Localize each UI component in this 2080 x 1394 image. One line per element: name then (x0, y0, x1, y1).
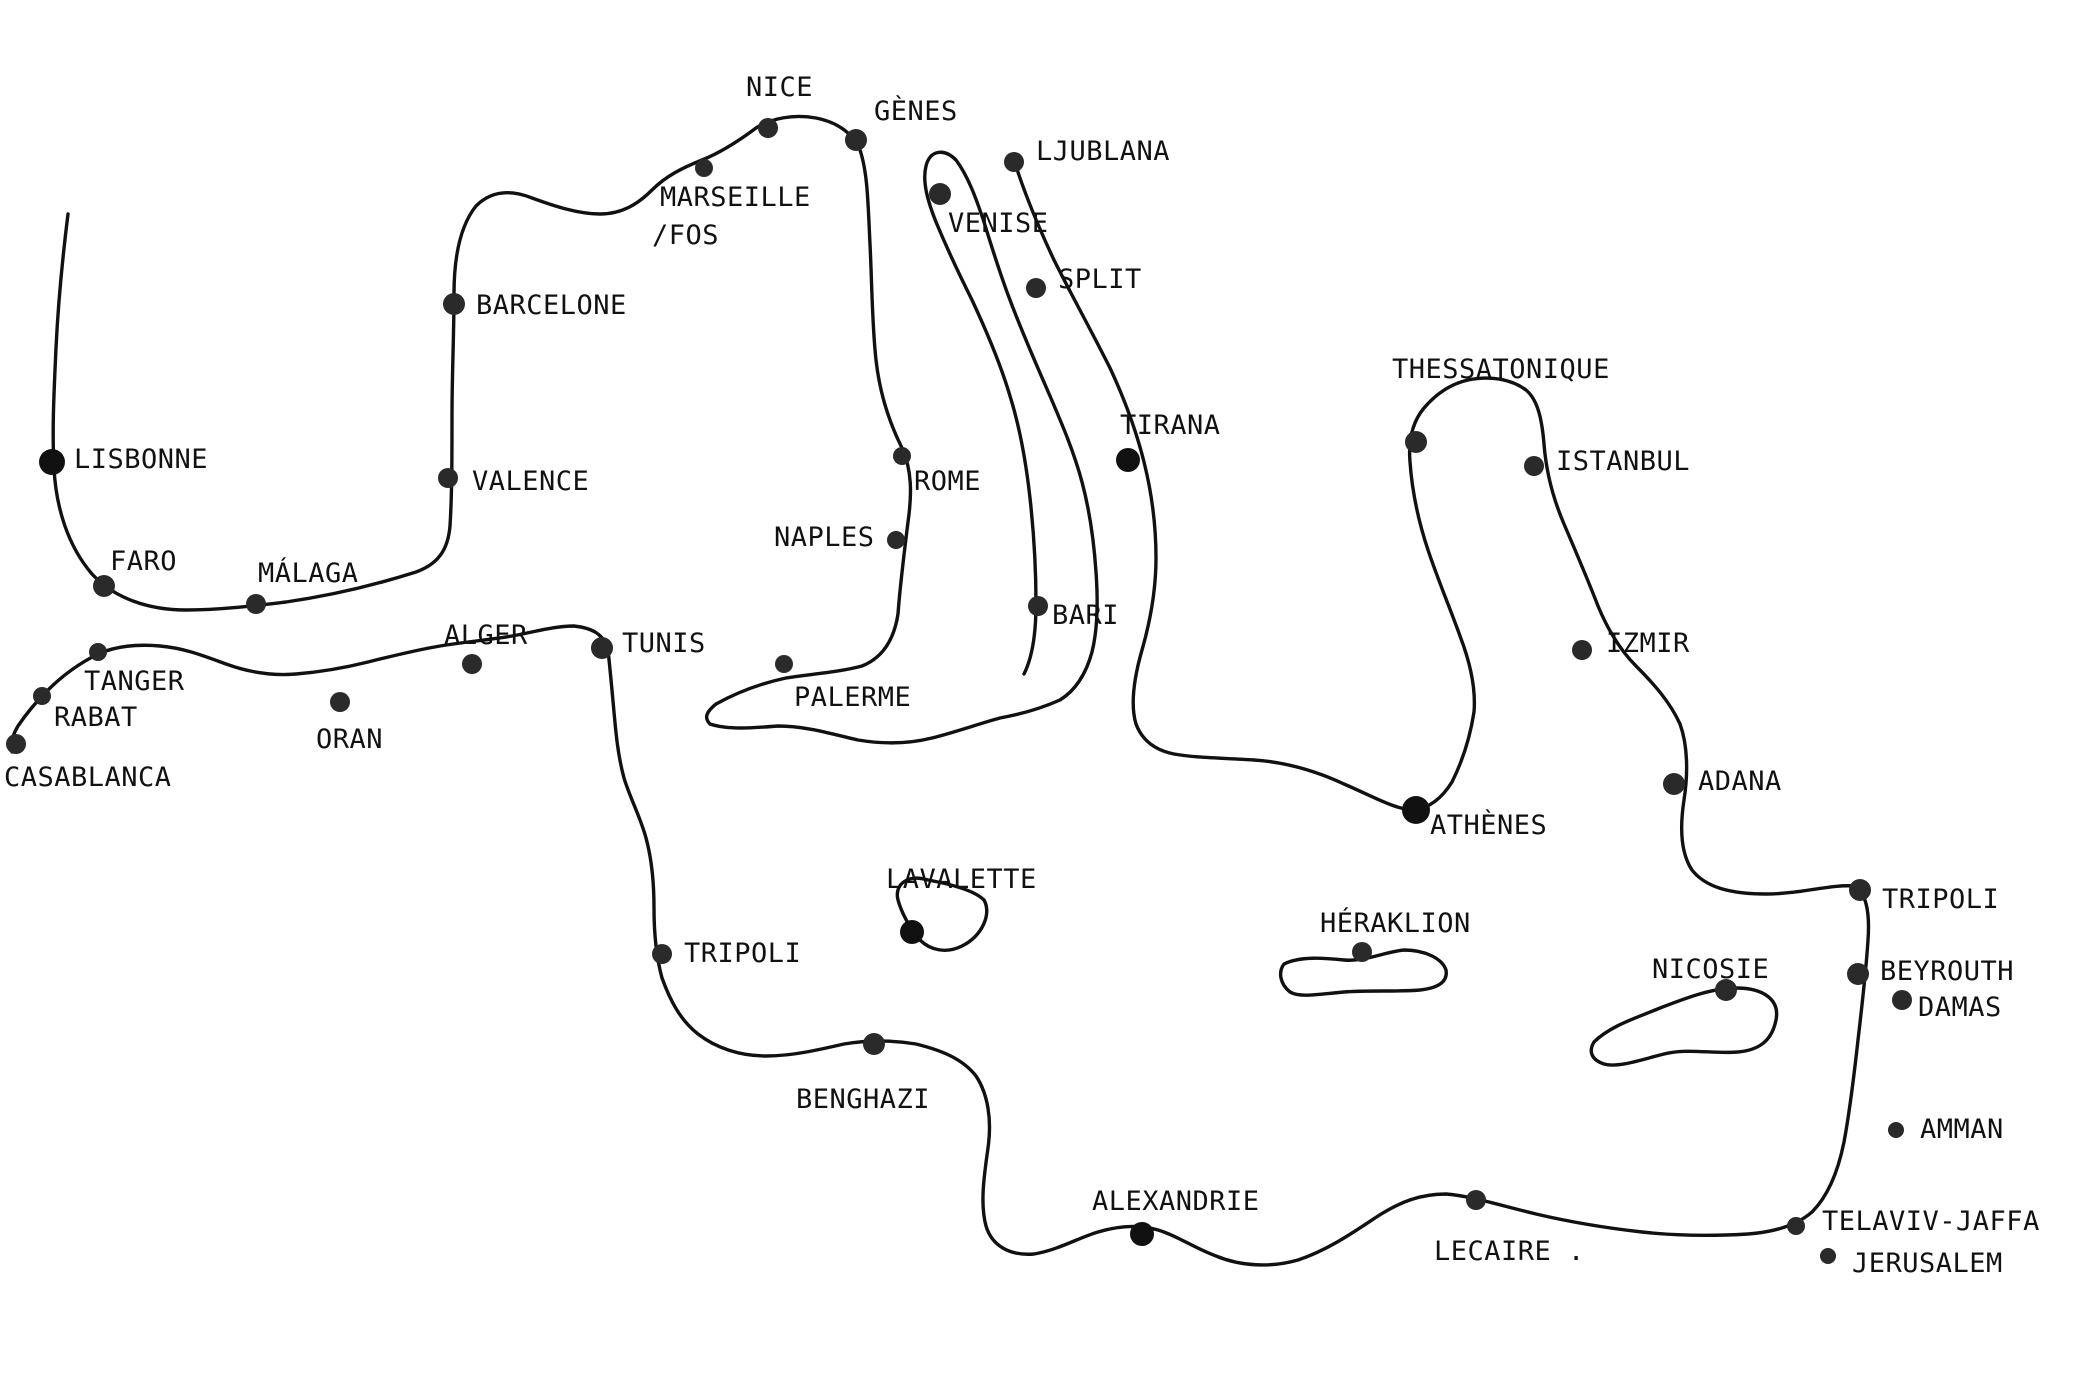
city-marker-alexandrie (1130, 1222, 1154, 1246)
city-marker-beyrouth (1847, 963, 1869, 985)
city-marker-venise (929, 183, 951, 205)
city-label-benghazi: BENGHAZI (796, 1084, 930, 1115)
city-label-izmir: IZMIR (1606, 628, 1690, 659)
city-label-ljublana: LJUBLANA (1036, 136, 1170, 167)
city-marker-tripoli-lb (1849, 879, 1871, 901)
city-label-rome: ROME (914, 466, 981, 497)
city-marker-tirana (1116, 448, 1140, 472)
city-label-heraklion: HÉRAKLION (1320, 907, 1471, 939)
city-marker-benghazi (863, 1033, 885, 1055)
cyprus-island (1589, 986, 1779, 1067)
city-marker-valence (438, 468, 458, 488)
city-label-venise: VENISE (948, 208, 1049, 239)
city-label-nicosie: NICOSIE (1652, 954, 1769, 985)
city-marker-tripoli-ly (652, 944, 672, 964)
city-label-tirana: TIRANA (1120, 410, 1221, 441)
city-label-lecaire: LECAIRE . (1434, 1236, 1585, 1267)
city-label-tripoli-ly: TRIPOLI (684, 938, 801, 969)
city-label-palerme: PALERME (794, 682, 911, 713)
coast-europe-northwest (51, 114, 1099, 745)
city-marker-nice (758, 118, 778, 138)
city-marker-amman (1888, 1122, 1904, 1138)
city-label-tunis: TUNIS (622, 628, 706, 659)
city-marker-marseille (695, 159, 713, 177)
city-marker-rome (893, 447, 911, 465)
city-marker-izmir (1572, 640, 1592, 660)
city-marker-malaga (246, 594, 266, 614)
city-label-telaviv: TELAVIV-JAFFA (1822, 1206, 2040, 1237)
city-label-bari: BARI (1052, 600, 1119, 631)
city-marker-oran (330, 692, 350, 712)
city-marker-split (1026, 278, 1046, 298)
city-marker-casablanca (6, 734, 26, 754)
city-marker-barcelone (443, 293, 465, 315)
city-marker-genes (845, 129, 867, 151)
city-marker-istanbul (1524, 456, 1544, 476)
city-labels: NICE GÈNES LJUBLANA MARSEILLE/FOS VENISE SPLI… (4, 72, 2040, 1279)
city-label-thessalonique: THESSATONIQUE (1392, 354, 1610, 385)
city-label-barcelone: BARCELONE (476, 290, 627, 321)
city-label-adana: ADANA (1698, 766, 1782, 797)
city-marker-alger (462, 654, 482, 674)
city-marker-adana (1663, 773, 1685, 795)
city-marker-ljublana (1004, 152, 1024, 172)
city-label-lisbonne: LISBONNE (74, 444, 208, 475)
city-label-genes: GÈNES (874, 95, 958, 127)
city-label-istanbul: ISTANBUL (1556, 446, 1690, 477)
city-label-faro: FARO (110, 546, 177, 577)
city-marker-nicosie (1715, 979, 1737, 1001)
city-label-oran: ORAN (316, 724, 383, 755)
city-marker-lecaire (1466, 1190, 1486, 1210)
city-label-tripoli-lb: TRIPOLI (1882, 884, 1999, 915)
city-label-amman: AMMAN (1920, 1114, 2004, 1145)
city-label-fos: /FOS (652, 220, 719, 251)
city-marker-athenes (1402, 796, 1430, 824)
city-label-damas: DAMAS (1918, 992, 2002, 1023)
crete-island (1278, 948, 1448, 997)
city-label-tanger: TANGER (84, 666, 185, 697)
city-label-nice: NICE (746, 72, 813, 103)
city-label-valence: VALENCE (472, 466, 589, 497)
city-label-beyrouth: BEYROUTH (1880, 956, 2014, 987)
city-label-alger: ALGER (444, 620, 528, 651)
city-marker-thessalonique (1405, 431, 1427, 453)
city-label-casablanca: CASABLANCA (4, 762, 172, 793)
city-dots (6, 118, 1912, 1264)
city-marker-telaviv (1787, 1217, 1805, 1235)
city-label-alexandrie: ALEXANDRIE (1092, 1186, 1260, 1217)
city-label-athenes: ATHÈNES (1430, 809, 1547, 841)
city-label-lavalette: LAVALETTE (886, 864, 1037, 895)
city-marker-tanger (89, 643, 107, 661)
city-label-marseille: MARSEILLE (660, 182, 811, 213)
city-marker-faro (93, 575, 115, 597)
city-marker-naples (887, 531, 905, 549)
city-label-naples: NAPLES (774, 522, 875, 553)
city-label-jerusalem: JERUSALEM (1852, 1248, 2003, 1279)
city-marker-rabat (33, 687, 51, 705)
city-marker-lisbonne (39, 449, 65, 475)
city-marker-tunis (591, 637, 613, 659)
city-label-rabat: RABAT (54, 702, 138, 733)
city-marker-bari (1028, 596, 1048, 616)
city-marker-lavalette (900, 920, 924, 944)
city-marker-jerusalem (1820, 1248, 1836, 1264)
city-label-split: SPLIT (1058, 264, 1142, 295)
city-marker-damas (1892, 990, 1912, 1010)
city-marker-heraklion (1352, 942, 1372, 962)
city-label-malaga: MÁLAGA (258, 557, 359, 589)
city-marker-palerme (775, 655, 793, 673)
